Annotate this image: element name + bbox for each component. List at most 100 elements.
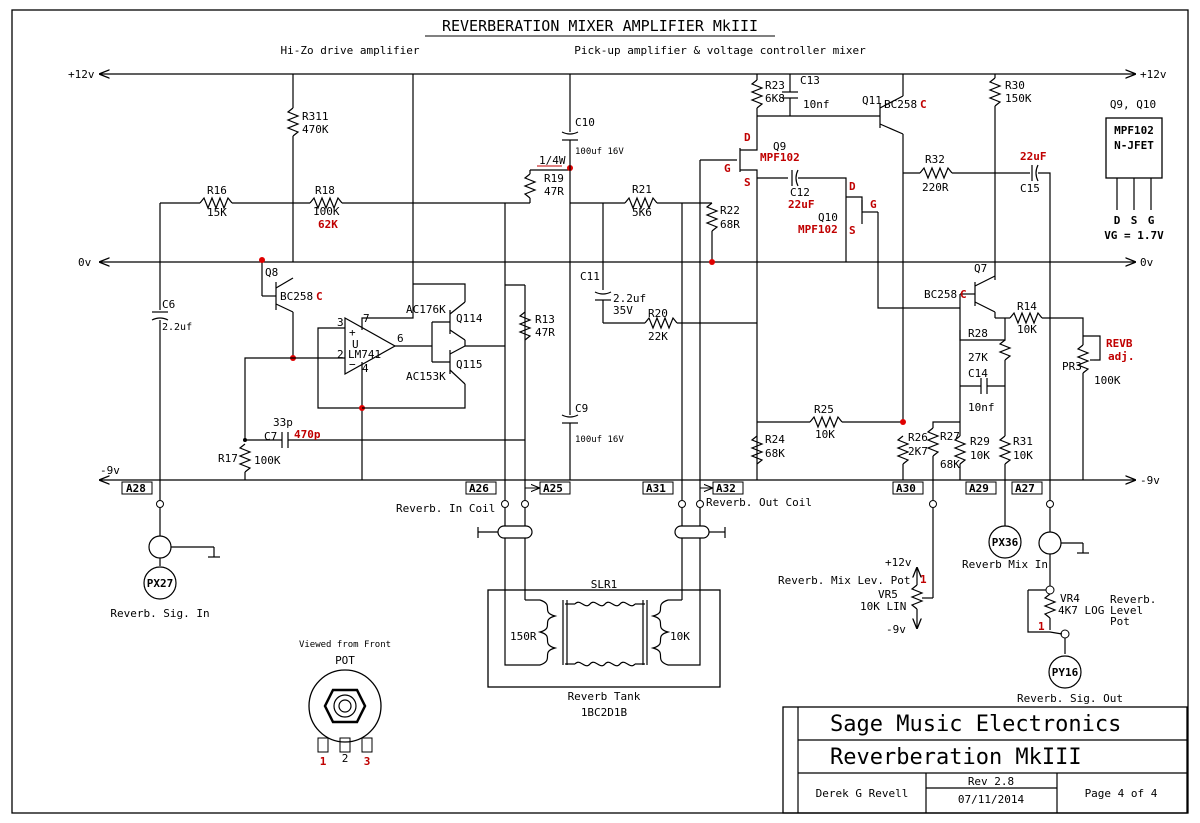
svg-text:BC258: BC258: [280, 290, 313, 303]
svg-text:Reverb. Mix Lev. Pot: Reverb. Mix Lev. Pot: [778, 574, 910, 587]
resistor-r29: R29 10K: [953, 418, 990, 480]
svg-text:G: G: [724, 162, 731, 175]
svg-text:Q9, Q10: Q9, Q10: [1110, 98, 1156, 111]
connector-a32: A32: [700, 481, 744, 495]
resistor-r17: R17 100K: [218, 443, 281, 480]
resistor-r25: R25 10K: [809, 403, 843, 441]
svg-text:MPF102: MPF102: [760, 151, 800, 164]
svg-text:15K: 15K: [207, 206, 227, 219]
svg-text:−: −: [349, 358, 356, 371]
jack-output: [1038, 508, 1089, 586]
svg-text:A29: A29: [969, 482, 989, 495]
svg-text:BC258: BC258: [884, 98, 917, 111]
svg-text:2: 2: [337, 348, 344, 361]
svg-text:68K: 68K: [765, 447, 785, 460]
svg-text:C12: C12: [790, 186, 810, 199]
svg-text:1/4W: 1/4W: [539, 154, 566, 167]
resistor-r26: R26 2K7: [896, 431, 928, 480]
svg-text:4K7 LOG: 4K7 LOG: [1058, 604, 1104, 617]
terminal-points: [156, 500, 1054, 508]
svg-text:0v: 0v: [1140, 256, 1154, 269]
svg-text:+12v: +12v: [885, 556, 912, 569]
rail-positive: +12v +12v: [68, 68, 1167, 81]
jfet-pinout-box: Q9, Q10 MPF102 N-JFET D S G VG = 1.7V: [1104, 98, 1164, 242]
svg-text:3: 3: [364, 755, 371, 768]
svg-text:35V: 35V: [613, 304, 633, 317]
sheet-border: [11, 9, 1189, 814]
svg-text:R26: R26: [908, 431, 928, 444]
svg-text:VG = 1.7V: VG = 1.7V: [1104, 229, 1164, 242]
resistor-r28: R28 27K: [968, 327, 1012, 364]
svg-text:R16: R16: [207, 184, 227, 197]
jack-px27: PX27 Reverb. Sig. In: [110, 508, 220, 620]
svg-text:Q10: Q10: [818, 211, 838, 224]
transistor-q115: Q115 AC153K: [406, 345, 483, 385]
svg-text:150R: 150R: [510, 630, 537, 643]
svg-text:-9v: -9v: [100, 464, 120, 477]
svg-text:C11: C11: [580, 270, 600, 283]
svg-text:10K: 10K: [815, 428, 835, 441]
resistor-r31: R31 10K: [998, 435, 1033, 480]
capacitor-c7: 33p C7 470p: [245, 416, 525, 448]
connector-a27: A27: [1011, 481, 1043, 495]
svg-text:4: 4: [362, 362, 369, 375]
svg-text:R18: R18: [315, 184, 335, 197]
page-number: Page 4 of 4: [1085, 787, 1158, 800]
svg-text:22K: 22K: [648, 330, 668, 343]
svg-text:N-JFET: N-JFET: [1114, 139, 1154, 152]
svg-text:47R: 47R: [544, 185, 564, 198]
svg-text:C14: C14: [968, 367, 988, 380]
svg-text:10nf: 10nf: [803, 98, 830, 111]
connector-a29: A29: [965, 481, 997, 495]
svg-text:A30: A30: [896, 482, 916, 495]
svg-text:REVB: REVB: [1106, 337, 1133, 350]
resistor-r32: R32 220R: [919, 153, 953, 194]
resistor-r13: R13 47R: [518, 311, 555, 341]
svg-text:R28: R28: [968, 327, 988, 340]
svg-text:R32: R32: [925, 153, 945, 166]
svg-text:6K8: 6K8: [765, 92, 785, 105]
svg-text:Reverb. Out Coil: Reverb. Out Coil: [706, 496, 812, 509]
svg-text:A32: A32: [716, 482, 736, 495]
section-label-left: Hi-Zo drive amplifier: [280, 44, 419, 57]
svg-text:C: C: [920, 98, 927, 111]
resistor-r22: R22 68R: [705, 202, 740, 262]
connector-a30: A30: [892, 481, 924, 495]
svg-text:C9: C9: [575, 402, 588, 415]
svg-text:MPF102: MPF102: [1114, 124, 1154, 137]
svg-text:S: S: [1131, 214, 1138, 227]
svg-text:10K: 10K: [1017, 323, 1037, 336]
pot-pr3: PR3 100K REVB adj.: [1062, 335, 1135, 480]
jfet-q9: D G S Q9 MPF102: [700, 131, 800, 189]
junction-dot: [709, 259, 715, 265]
svg-text:5K6: 5K6: [632, 206, 652, 219]
svg-text:R23: R23: [765, 79, 785, 92]
resistor-r24: R24 68K: [750, 433, 785, 465]
svg-text:R14: R14: [1017, 300, 1037, 313]
title-block: Sage Music Electronics Reverberation MkI…: [782, 706, 1188, 814]
svg-text:A26: A26: [469, 482, 489, 495]
svg-text:R21: R21: [632, 183, 652, 196]
svg-text:1: 1: [1038, 620, 1045, 633]
svg-text:SLR1: SLR1: [591, 578, 618, 591]
svg-text:10nf: 10nf: [968, 401, 995, 414]
svg-text:10K LIN: 10K LIN: [860, 600, 906, 613]
connector-a26: A26: [465, 481, 497, 495]
svg-text:22uF: 22uF: [788, 198, 815, 211]
capacitor-c14: C14 10nf: [960, 367, 1005, 414]
svg-text:470K: 470K: [302, 123, 329, 136]
svg-text:2.2uf: 2.2uf: [162, 322, 192, 333]
svg-text:R31: R31: [1013, 435, 1033, 448]
svg-text:PY16: PY16: [1052, 666, 1079, 679]
svg-text:D: D: [1114, 214, 1121, 227]
reverb-tank: SLR1 150R 10K Reverb Tank 1BC2D1B: [487, 578, 721, 719]
svg-text:Q11: Q11: [862, 94, 882, 107]
svg-text:Q7: Q7: [974, 262, 987, 275]
svg-text:Reverb. Sig. Out: Reverb. Sig. Out: [1017, 692, 1123, 705]
junction-dot: [259, 257, 265, 263]
pot-vr4: VR4 4K7 LOG Reverb. Level Pot 1: [1027, 585, 1156, 654]
svg-text:470p: 470p: [294, 428, 321, 441]
resistor-r30: R30 150K: [988, 74, 1032, 280]
svg-text:VR5: VR5: [878, 588, 898, 601]
svg-text:100uf 16V: 100uf 16V: [575, 435, 624, 445]
